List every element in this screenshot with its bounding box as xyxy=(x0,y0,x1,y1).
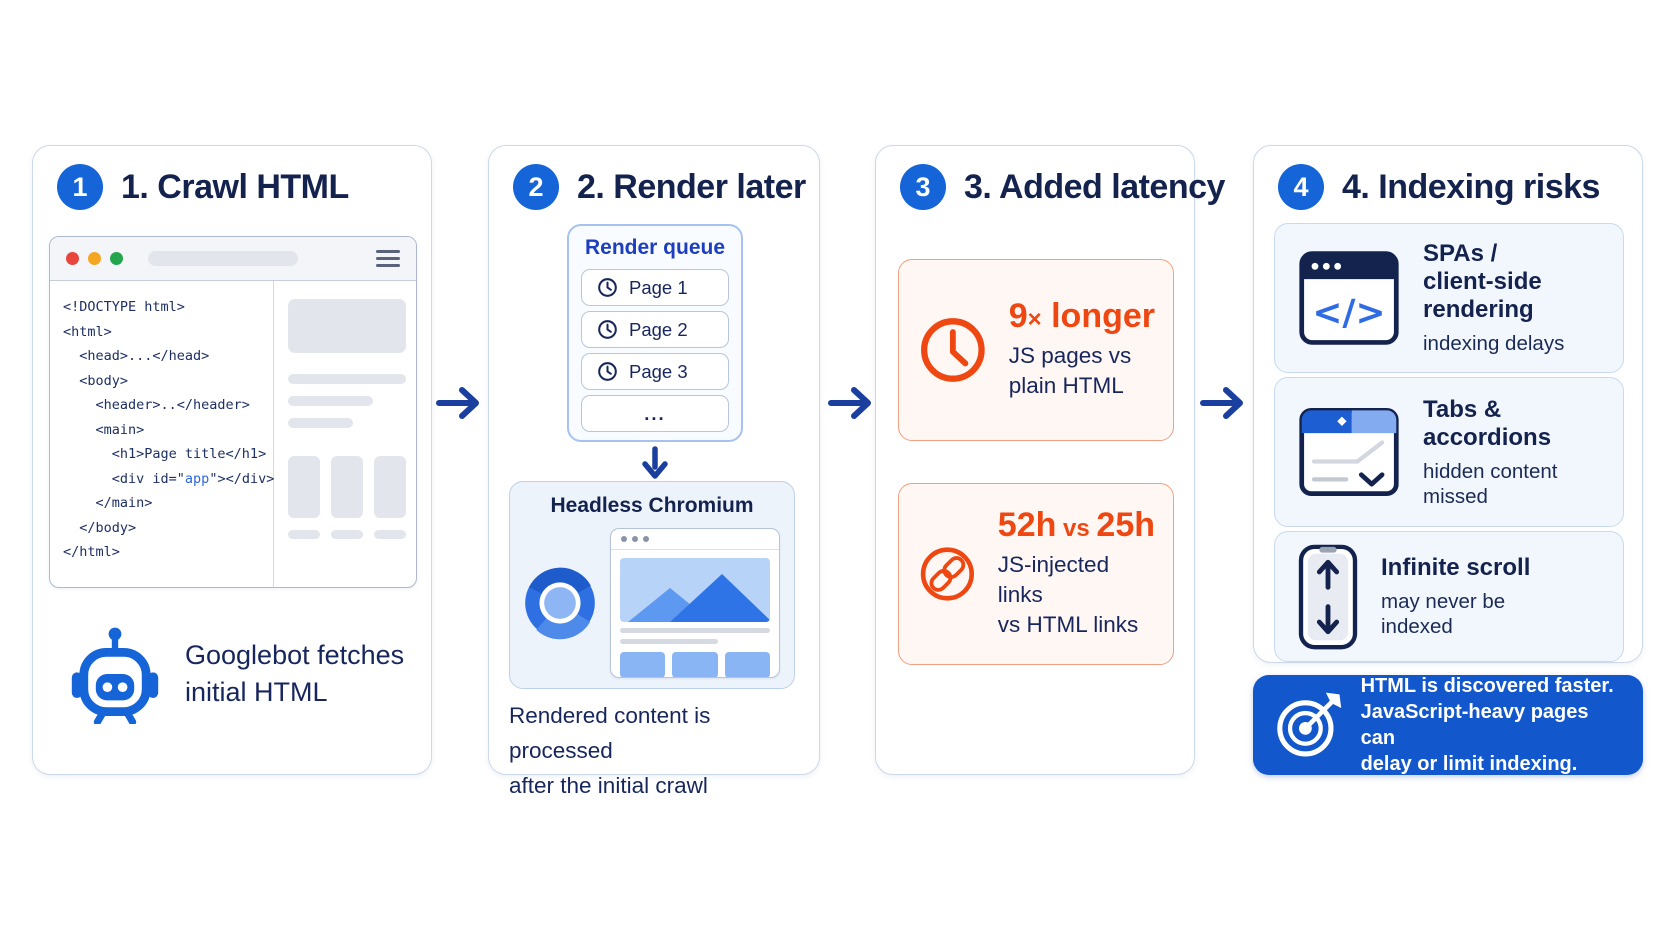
browser-mockup: <!DOCTYPE html><html> <head>...</head> <… xyxy=(49,236,417,588)
summary-banner: HTML is discovered faster.JavaScript-hea… xyxy=(1253,675,1643,775)
queue-item-label: Page 2 xyxy=(629,318,688,340)
mountains-graphic xyxy=(620,558,770,622)
panel2-header: 2 2. Render later xyxy=(513,164,806,210)
step-1-badge: 1 xyxy=(57,164,103,210)
preview-cards xyxy=(620,652,770,677)
svg-text:</>: </> xyxy=(1312,292,1385,333)
wireframe-columns xyxy=(288,456,406,518)
queue-item: Page 1 xyxy=(581,269,729,306)
spa-window-icon: </> xyxy=(1299,251,1399,345)
wireframe-text-line xyxy=(288,374,406,384)
queue-item: Page 3 xyxy=(581,353,729,390)
render-queue: Render queue Page 1 Page 2 xyxy=(567,224,743,442)
infinite-scroll-icon xyxy=(1298,544,1358,649)
menu-icon xyxy=(376,250,400,267)
preview-text-line xyxy=(620,628,770,633)
tabs-accordion-icon xyxy=(1299,408,1399,496)
flow-arrow-icon xyxy=(1200,387,1243,419)
panel-indexing-risks: 4 4. Indexing risks </> SPAs /client-sid… xyxy=(1253,145,1643,663)
queue-item: Page 2 xyxy=(581,311,729,348)
panel2-title: 2. Render later xyxy=(577,167,806,206)
clock-icon xyxy=(921,318,985,382)
panel-added-latency: 3 3. Added latency 9× longer JS pages vs… xyxy=(875,145,1225,775)
panel1-header: 1 1. Crawl HTML xyxy=(57,164,349,210)
wireframe-text-line xyxy=(288,418,353,428)
down-arrow-icon xyxy=(642,446,668,479)
wireframe-captions xyxy=(288,530,406,539)
headless-chromium-title: Headless Chromium xyxy=(550,494,754,517)
panel1-title: 1. Crawl HTML xyxy=(121,167,349,206)
wireframe-hero-block xyxy=(288,299,406,353)
page-wireframe xyxy=(274,281,416,587)
step-4-badge: 4 xyxy=(1278,164,1324,210)
stat-headline: 52h vs 25h xyxy=(997,505,1155,544)
panel4-header: 4 4. Indexing risks xyxy=(1278,164,1600,210)
risk-description: indexing delays xyxy=(1423,332,1565,355)
queue-item-label: Page 3 xyxy=(629,360,688,382)
preview-chrome-bar xyxy=(611,529,779,550)
render-queue-title: Render queue xyxy=(584,236,726,259)
image-placeholder xyxy=(620,558,770,622)
traffic-light-green-icon xyxy=(110,252,123,265)
traffic-light-red-icon xyxy=(66,252,79,265)
rendered-page-preview xyxy=(610,528,780,678)
panel3-title: 3. Added latency xyxy=(964,167,1225,206)
panel3-header: 3 3. Added latency xyxy=(900,164,1225,210)
clock-icon xyxy=(598,320,617,339)
panel-crawl-html: 1 1. Crawl HTML <!DOCTYPE html><html> <h… xyxy=(32,145,432,775)
browser-chrome-bar xyxy=(50,237,416,281)
flow-arrow-icon xyxy=(436,387,479,419)
step-3-badge: 3 xyxy=(900,164,946,210)
panel-render-later: 2 2. Render later Render queue Page 1 Pa… xyxy=(488,145,820,798)
stat-headline: 9× longer xyxy=(1008,296,1155,335)
link-icon xyxy=(920,547,974,601)
chromium-logo-icon xyxy=(525,567,595,640)
address-bar xyxy=(148,251,298,266)
target-icon xyxy=(1277,692,1342,757)
clock-icon xyxy=(598,362,617,381)
risk-title: Infinite scroll xyxy=(1381,554,1531,581)
step-2-badge: 2 xyxy=(513,164,559,210)
risk-title: Tabs &accordions xyxy=(1423,395,1552,451)
queue-item-more: ... xyxy=(581,395,729,432)
clock-icon xyxy=(598,278,617,297)
googlebot-robot-icon xyxy=(71,627,159,724)
headless-chromium-box: Headless Chromium xyxy=(509,481,795,689)
traffic-light-yellow-icon xyxy=(88,252,101,265)
queue-item-label: Page 1 xyxy=(629,276,688,298)
flow-arrow-icon xyxy=(828,387,871,419)
banner-text: HTML is discovered faster.JavaScript-hea… xyxy=(1360,675,1614,775)
panel4-title: 4. Indexing risks xyxy=(1342,167,1600,206)
preview-text-line xyxy=(620,639,718,644)
html-source-code: <!DOCTYPE html><html> <head>...</head> <… xyxy=(50,281,274,587)
wireframe-text-line xyxy=(288,396,373,406)
